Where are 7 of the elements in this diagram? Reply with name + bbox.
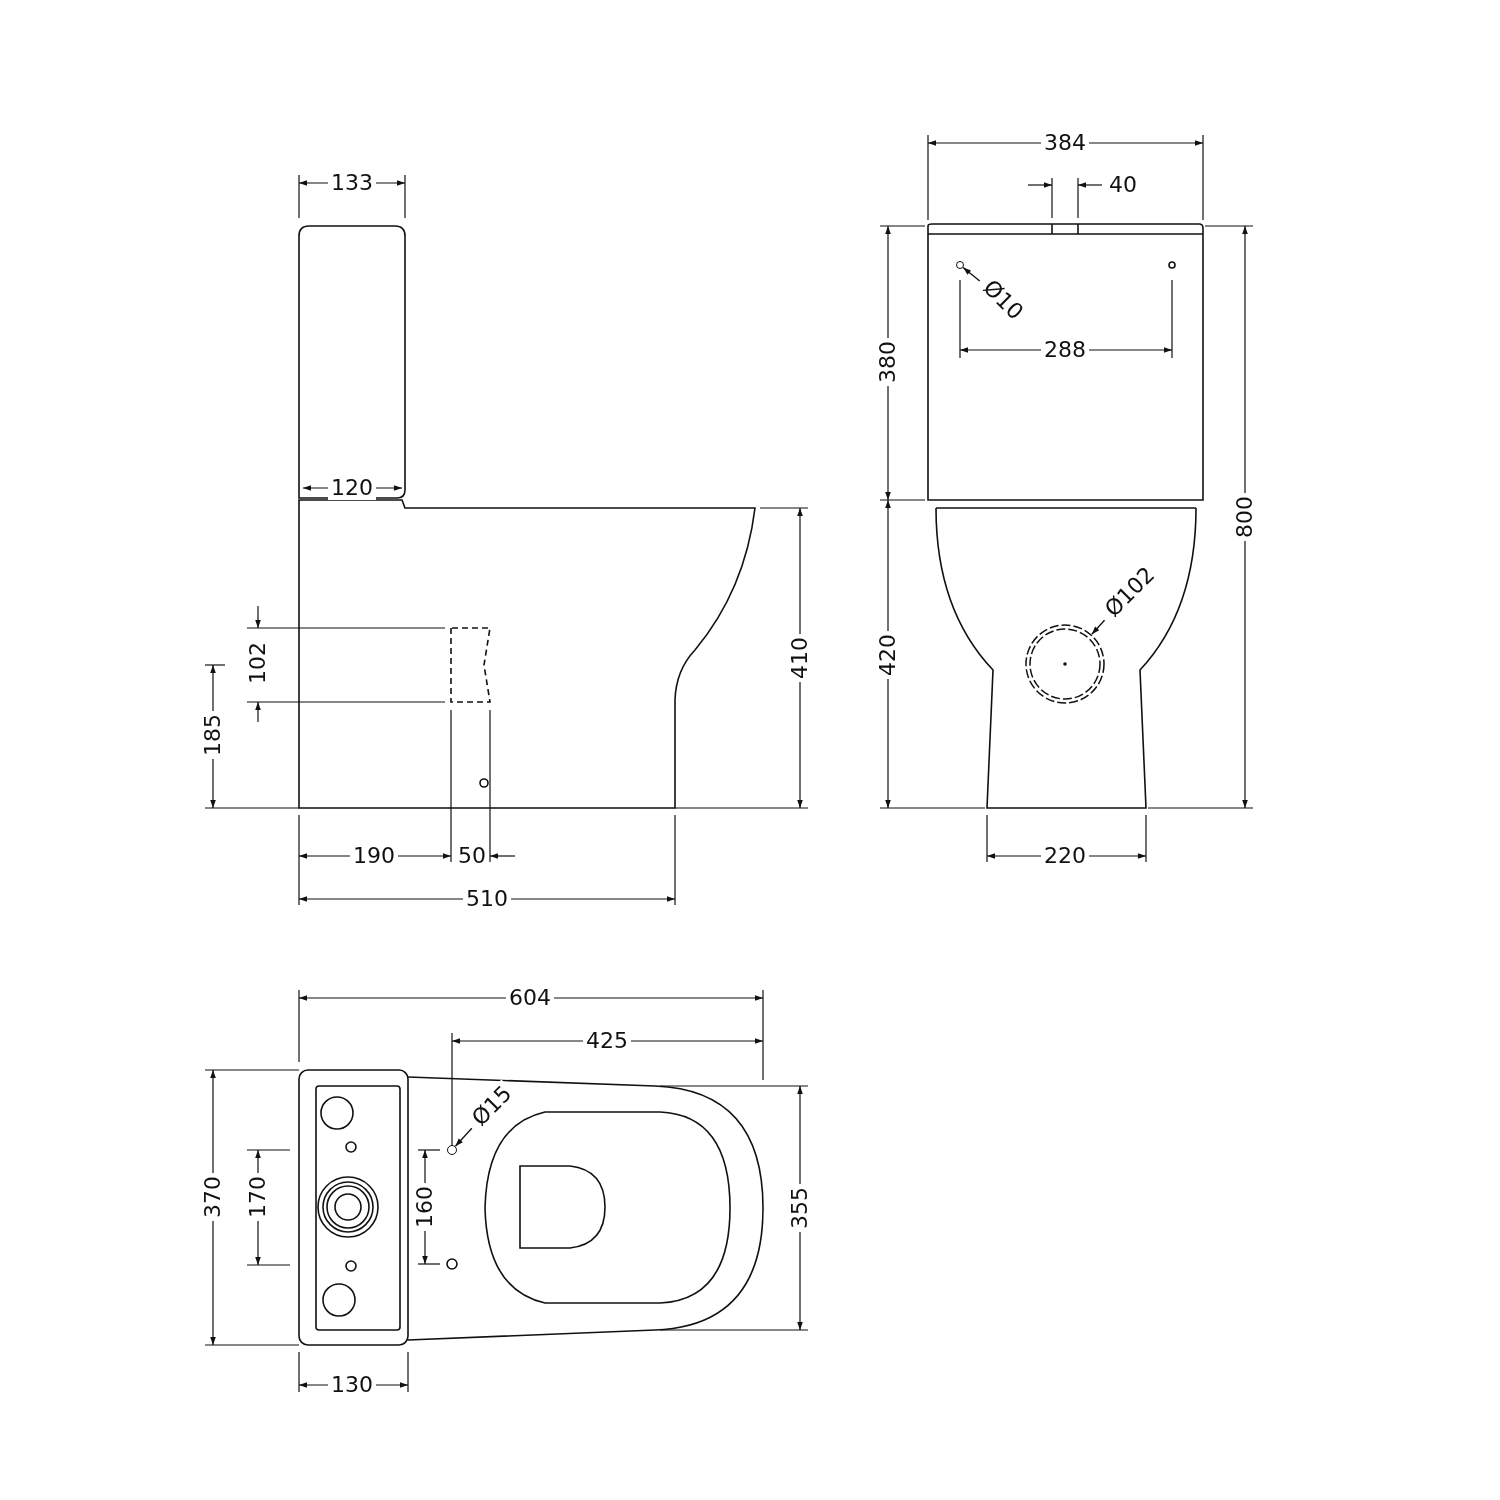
fixing-hole xyxy=(447,1145,457,1155)
leader-line xyxy=(962,266,981,282)
leader-line xyxy=(454,1127,473,1147)
outlet-pipe-circle xyxy=(1025,624,1105,704)
leader-line xyxy=(1091,619,1106,635)
fixing-hole xyxy=(956,261,964,269)
dimension-label: 120 xyxy=(328,476,376,500)
